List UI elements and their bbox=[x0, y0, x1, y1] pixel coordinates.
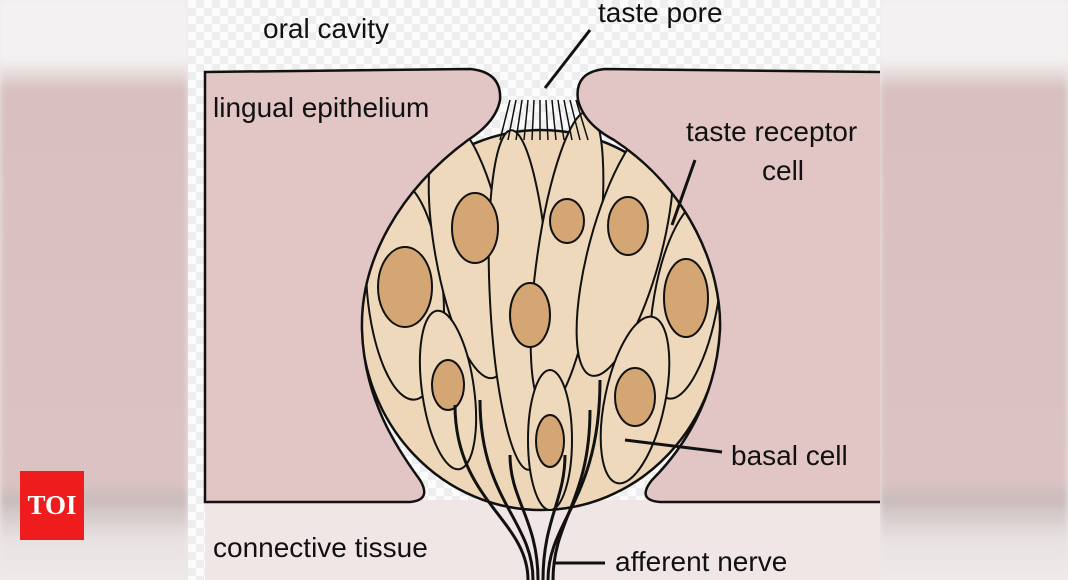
taste-pore-pointer bbox=[543, 29, 592, 89]
label-basal-cell: basal cell bbox=[731, 440, 848, 471]
microvillus bbox=[499, 99, 511, 141]
taste-pore-microvilli bbox=[499, 99, 589, 141]
nucleus bbox=[663, 258, 709, 338]
microvillus bbox=[569, 99, 581, 141]
label-oral-cavity: oral cavity bbox=[263, 13, 389, 44]
nerve-fiber bbox=[551, 409, 592, 580]
label-taste-receptor: taste receptor bbox=[686, 116, 857, 147]
label-cell: cell bbox=[762, 155, 804, 186]
nucleus bbox=[509, 282, 551, 348]
nucleus bbox=[549, 198, 585, 244]
nerve-fiber bbox=[478, 399, 535, 580]
nerve-fiber bbox=[541, 454, 567, 580]
taste-bud-diagram: oral cavity taste pore lingual epitheliu… bbox=[188, 0, 880, 580]
microvillus bbox=[545, 99, 549, 141]
microvillus bbox=[557, 99, 565, 141]
blurred-background-right bbox=[880, 0, 1068, 580]
nerve-fiber bbox=[508, 454, 540, 580]
microvillus bbox=[551, 99, 557, 141]
basal-cell-pointer bbox=[624, 438, 723, 454]
diagram-svg: oral cavity taste pore lingual epitheliu… bbox=[203, 0, 880, 580]
microvillus bbox=[575, 99, 589, 141]
nerve-fiber bbox=[453, 404, 530, 580]
microvillus bbox=[515, 99, 523, 141]
label-taste-pore: taste pore bbox=[598, 0, 723, 28]
label-lingual-epithelium: lingual epithelium bbox=[213, 92, 429, 123]
lingual-epithelium-left bbox=[203, 67, 502, 504]
nucleus bbox=[614, 367, 656, 427]
microvillus bbox=[523, 99, 529, 141]
nucleus bbox=[535, 414, 565, 468]
toi-logo-text: TOI bbox=[27, 490, 77, 520]
nucleus bbox=[451, 192, 499, 264]
microvillus bbox=[531, 99, 535, 141]
label-afferent-nerve: afferent nerve bbox=[615, 546, 787, 577]
nucleus bbox=[431, 359, 465, 411]
microvillus bbox=[563, 99, 573, 141]
toi-logo: TOI bbox=[20, 471, 84, 540]
lingual-epithelium-right bbox=[576, 67, 880, 504]
cell-nuclei bbox=[377, 192, 709, 468]
label-connective-tissue: connective tissue bbox=[213, 532, 428, 563]
afferent-nerve-fibers bbox=[453, 379, 602, 580]
nucleus bbox=[607, 196, 649, 256]
receptor-cell-pointer bbox=[670, 159, 697, 226]
microvillus bbox=[507, 99, 517, 141]
nucleus bbox=[377, 246, 433, 328]
